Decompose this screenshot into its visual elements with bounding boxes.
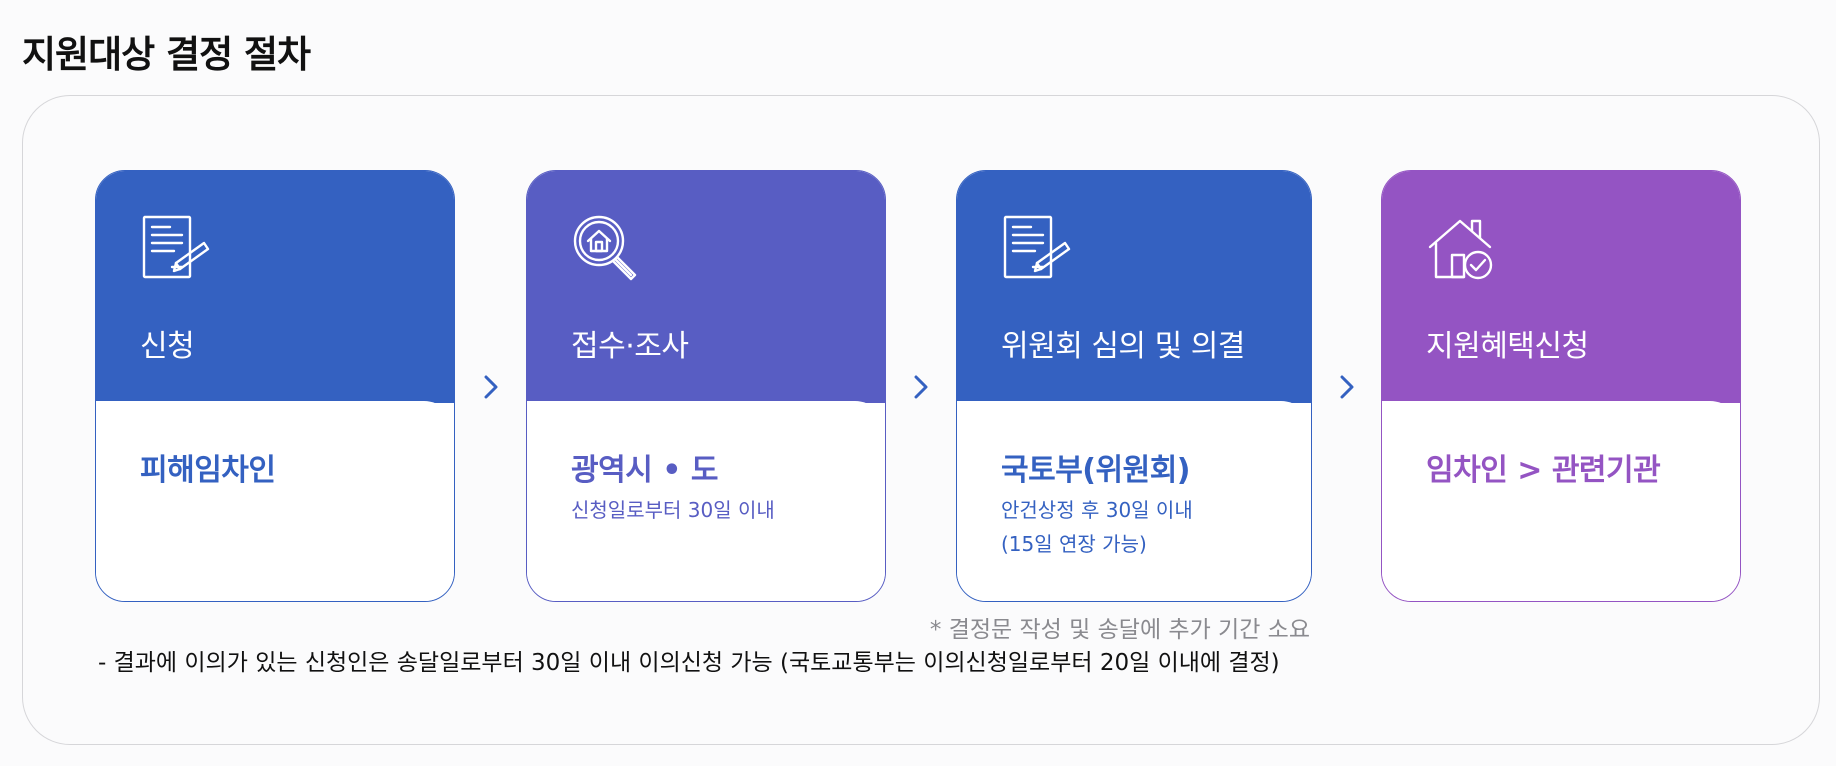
step-detail-line: 신청일로부터 30일 이내 (571, 498, 775, 522)
step-detail: 신청일로부터 30일 이내 (571, 493, 775, 527)
footnote: * 결정문 작성 및 송달에 추가 기간 소요 (929, 617, 1310, 643)
card-header: 위원회 심의 및 의결 (957, 171, 1311, 403)
step-detail-line: 안건상정 후 30일 이내 (1001, 498, 1193, 522)
step-actor: 피해임차인 (140, 453, 276, 488)
step-detail-line: (15일 연장 가능) (1001, 532, 1147, 556)
document-edit-icon (1001, 213, 1073, 285)
card-body: 임차인 > 관련기관 (1382, 401, 1740, 601)
step-label: 위원회 심의 및 의결 (1001, 329, 1245, 364)
chevron-right-icon (908, 372, 934, 402)
step-detail: 안건상정 후 30일 이내 (15일 연장 가능) (1001, 493, 1193, 561)
step-actor: 임차인 > 관련기관 (1426, 453, 1661, 488)
chevron-right-icon (478, 372, 504, 402)
step-actor: 국토부(위원회) (1001, 453, 1191, 488)
card-body: 국토부(위원회) 안건상정 후 30일 이내 (15일 연장 가능) (957, 401, 1311, 601)
step-card-review: 접수·조사 광역시 • 도 신청일로부터 30일 이내 (526, 170, 886, 602)
card-header: 지원혜택신청 (1382, 171, 1740, 403)
step-card-benefit: 지원혜택신청 임차인 > 관련기관 (1381, 170, 1741, 602)
step-card-apply: 신청 피해임차인 (95, 170, 455, 602)
card-body: 광역시 • 도 신청일로부터 30일 이내 (527, 401, 885, 601)
step-actor: 광역시 • 도 (571, 453, 718, 488)
appeal-notice: - 결과에 이의가 있는 신청인은 송달일로부터 30일 이내 이의신청 가능 … (98, 650, 1280, 676)
page-title: 지원대상 결정 절차 (22, 33, 311, 76)
step-label: 신청 (140, 329, 195, 364)
step-card-committee: 위원회 심의 및 의결 국토부(위원회) 안건상정 후 30일 이내 (15일 … (956, 170, 1312, 602)
card-body: 피해임차인 (96, 401, 454, 601)
card-header: 접수·조사 (527, 171, 885, 403)
house-check-icon (1426, 213, 1498, 285)
card-header: 신청 (96, 171, 454, 403)
step-label: 접수·조사 (571, 329, 689, 364)
house-search-icon (571, 213, 643, 285)
chevron-right-icon (1334, 372, 1360, 402)
document-edit-icon (140, 213, 212, 285)
step-label: 지원혜택신청 (1426, 329, 1589, 364)
